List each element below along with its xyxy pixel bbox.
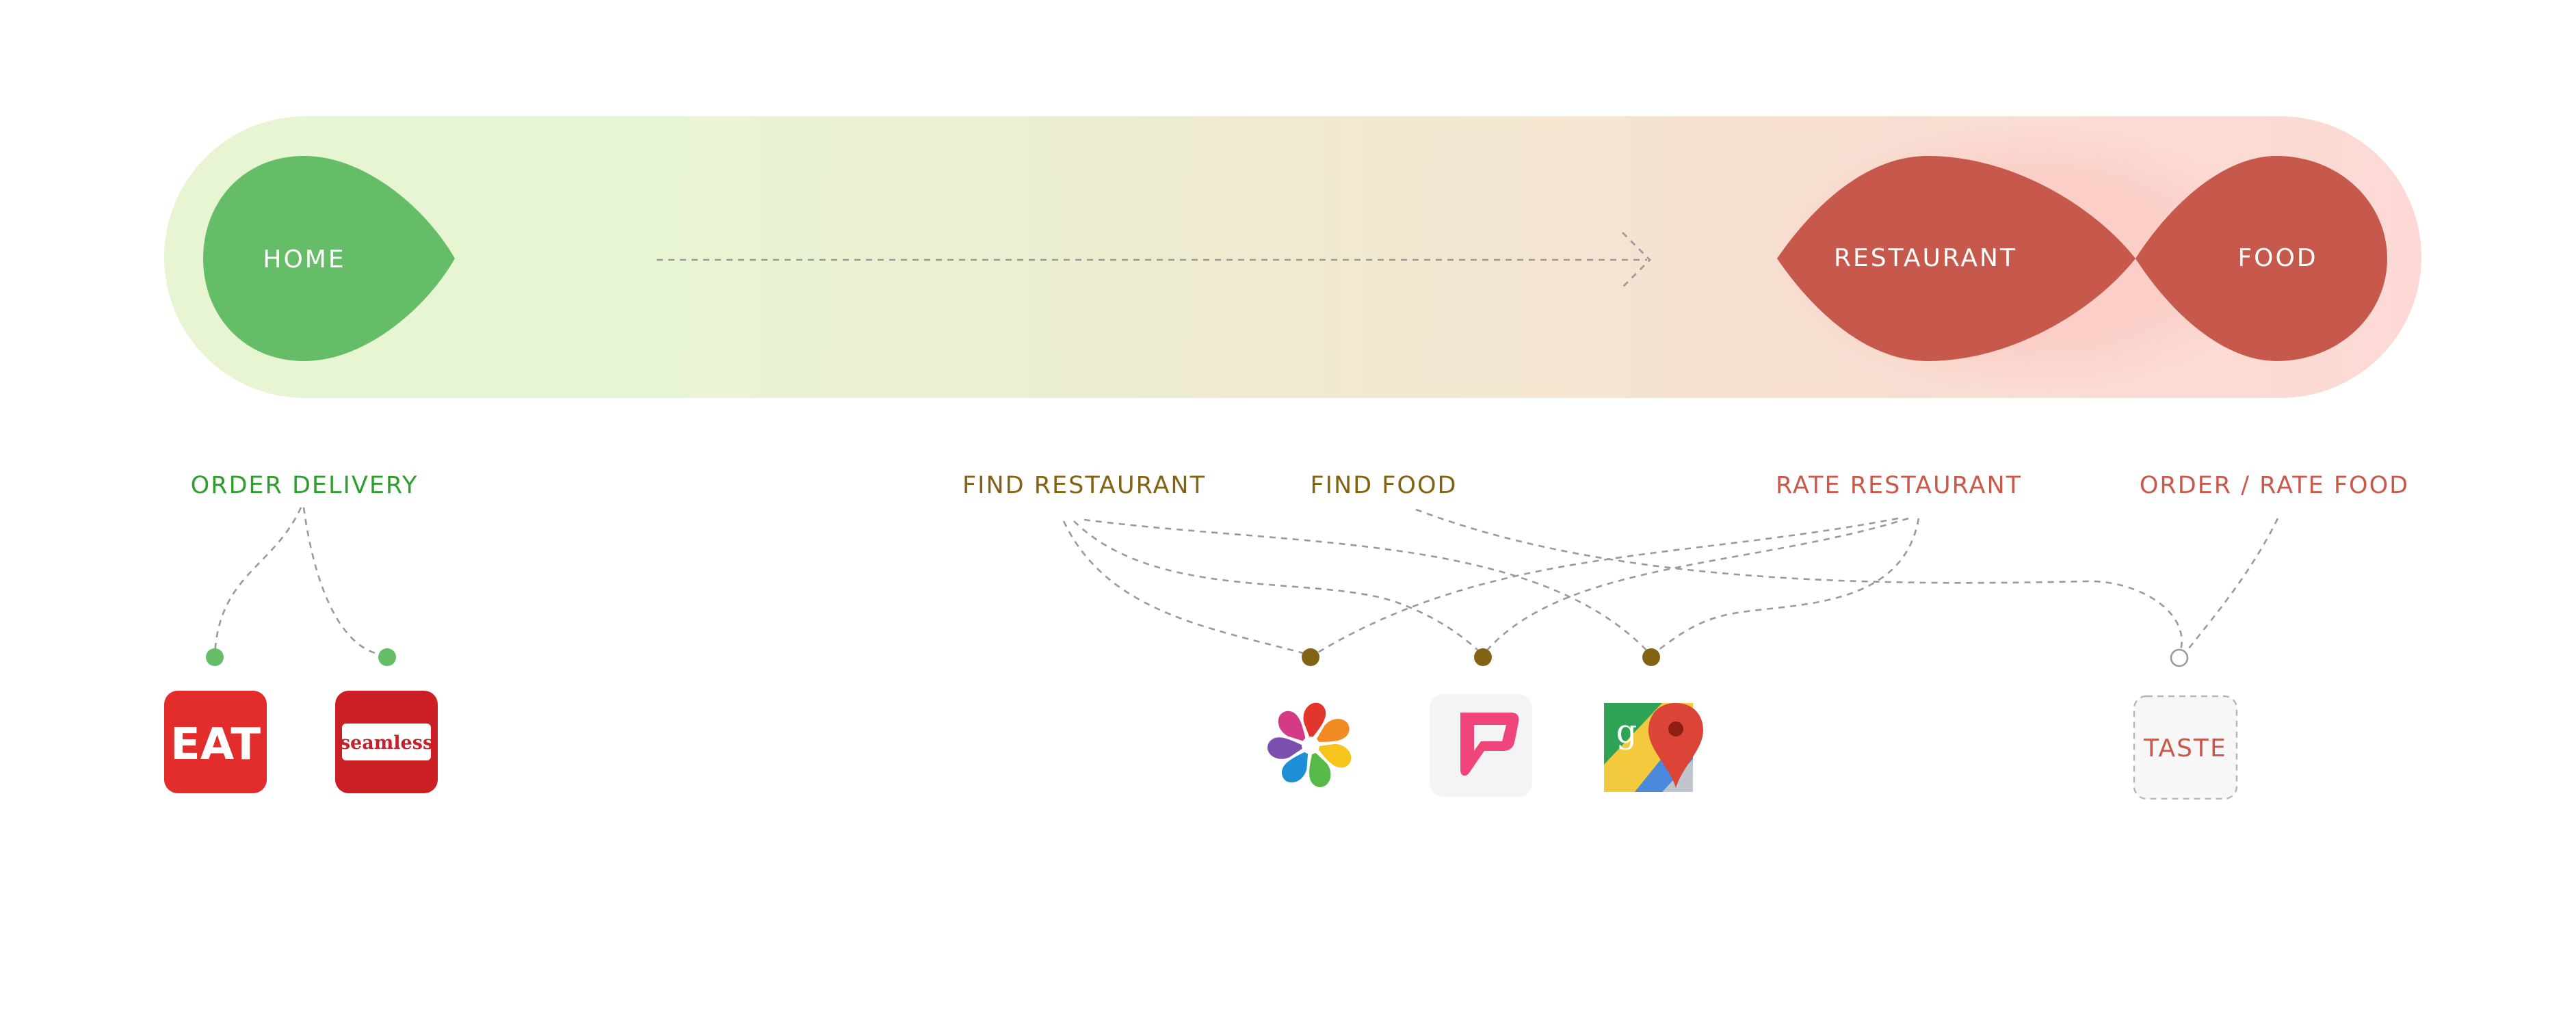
taste-app-placeholder[interactable]: TASTE xyxy=(2133,695,2238,800)
endpoint-dot-taste xyxy=(2170,648,2189,667)
connector-orderrate-taste xyxy=(2182,518,2279,656)
yelp-petal xyxy=(1267,737,1306,759)
eat24-app-icon[interactable]: EAT xyxy=(164,691,267,793)
category-order-rate-food: ORDER / RATE FOOD xyxy=(2140,472,2409,499)
yelp-petal xyxy=(1281,750,1309,783)
foursquare-app-icon[interactable] xyxy=(1430,694,1532,797)
food-node-label: FOOD xyxy=(2237,244,2317,272)
endpoint-dot-seamless xyxy=(378,648,396,666)
seamless-app-icon[interactable]: seamless xyxy=(335,691,438,793)
home-node xyxy=(203,156,455,361)
endpoint-dot-yelp xyxy=(1302,648,1319,666)
yelp-petal xyxy=(1278,711,1306,743)
home-node-label: HOME xyxy=(263,246,345,274)
connector-findfood-taste xyxy=(1415,508,2183,657)
eat24-icon-text: EAT xyxy=(170,719,261,770)
restaurant-node-label: RESTAURANT xyxy=(1834,244,2017,272)
category-find-restaurant: FIND RESTAURANT xyxy=(962,472,1206,499)
seamless-icon-text: seamless xyxy=(340,732,433,754)
endpoint-dot-foursquare xyxy=(1474,648,1492,666)
food-node xyxy=(2135,156,2387,361)
category-order-delivery: ORDER DELIVERY xyxy=(191,472,419,499)
journey-arrow-head xyxy=(1622,232,1651,288)
connector-findrest-foursquare xyxy=(1073,520,1484,656)
connector-delivery-seamless xyxy=(302,507,388,657)
category-rate-restaurant: RATE RESTAURANT xyxy=(1776,472,2022,499)
google-maps-app-icon[interactable]: g xyxy=(1604,703,1703,792)
map-pin-icon xyxy=(1648,703,1703,788)
yelp-petal xyxy=(1315,719,1350,743)
connector-raterest-foursquare xyxy=(1482,517,1909,656)
connector-findrest-maps xyxy=(1083,518,1652,656)
connector-raterest-maps xyxy=(1651,518,1920,657)
yelp-app-icon[interactable] xyxy=(1265,702,1354,791)
connector-findrest-yelp xyxy=(1062,520,1311,657)
connectors xyxy=(213,507,2279,657)
connector-delivery-eat24 xyxy=(213,507,302,656)
endpoint-dot-eat24 xyxy=(206,648,224,666)
category-find-food: FIND FOOD xyxy=(1311,472,1458,499)
yelp-petal xyxy=(1303,702,1326,740)
yelp-petal xyxy=(1315,743,1352,768)
taste-placeholder-label: TASTE xyxy=(2143,734,2226,763)
connector-raterest-yelp xyxy=(1313,517,1899,657)
endpoint-dot-maps xyxy=(1642,648,1660,666)
restaurant-node xyxy=(1777,156,2135,361)
google-maps-icon-text: g xyxy=(1616,713,1638,751)
yelp-petal xyxy=(1309,750,1331,787)
